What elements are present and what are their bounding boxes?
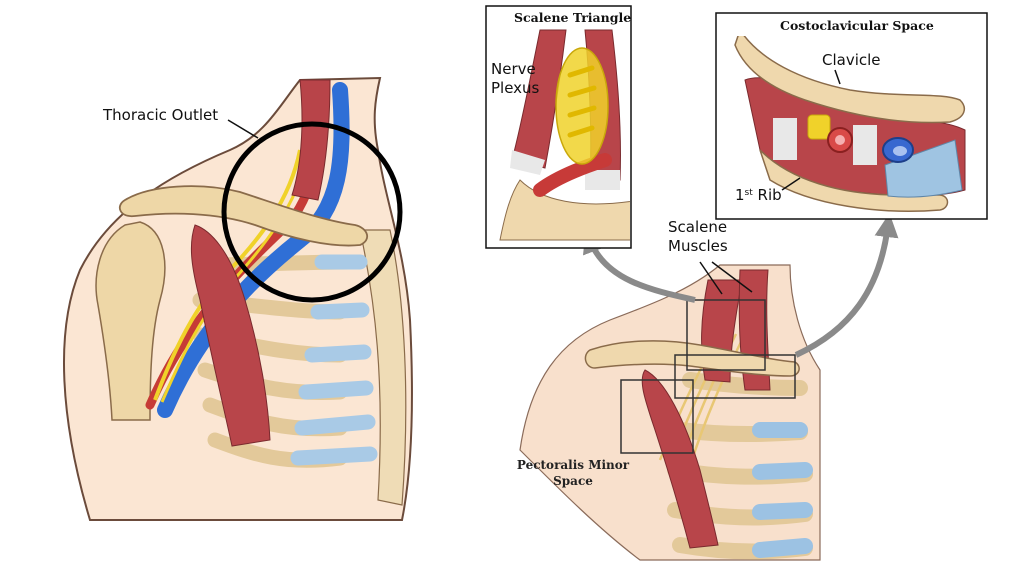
scalene-muscles-label-line2: Muscles: [668, 237, 728, 255]
left-humerus: [95, 221, 166, 421]
pectoralis-minor-label-line1: Pectoralis Minor: [516, 458, 630, 472]
arrow-to-scalene-inset: [582, 228, 696, 303]
scalene-triangle-inset: [485, 5, 632, 249]
left-clavicle: [118, 185, 369, 247]
costoclavicular-title: Costoclavicular Space: [780, 18, 934, 33]
nerve-plexus-ellipse: [555, 47, 609, 165]
first-rib-number: 1: [735, 186, 745, 204]
right-pectoralis-minor: [641, 369, 719, 549]
left-vein: [157, 82, 350, 418]
first-rib-ordinal: st: [744, 188, 753, 198]
arrow-to-costo-inset: [794, 213, 899, 358]
pectoralis-minor-label-line2: Space: [553, 474, 593, 488]
right-shoulder-illustration: [519, 261, 821, 561]
first-rib-label: 1st Rib: [735, 186, 782, 204]
scalene-leader-2: [711, 261, 753, 293]
costoclavicular-box: [674, 354, 796, 399]
thoracic-outlet-leader: [227, 119, 259, 139]
nerve-plexus-label-line2: Plexus: [491, 79, 540, 97]
left-pectoralis-minor: [190, 224, 271, 447]
rib-leader: [781, 177, 801, 191]
left-scalene-muscle: [291, 79, 331, 201]
right-clavicle: [584, 340, 800, 377]
scalene-triangle-title: Scalene Triangle: [514, 10, 632, 25]
left-shoulder-illustration: [63, 76, 413, 521]
scalene-triangle-box: [686, 299, 766, 371]
clavicle-leader: [834, 69, 841, 85]
pectoralis-minor-box: [620, 379, 694, 454]
thoracic-outlet-circle: [221, 121, 403, 303]
scalene-muscles-label-line1: Scalene: [668, 218, 728, 236]
first-rib-word: Rib: [752, 186, 782, 204]
costo-nerve-bundle: [807, 114, 831, 140]
left-sternum: [359, 229, 407, 506]
clavicle-label: Clavicle: [822, 51, 881, 69]
thoracic-outlet-label: Thoracic Outlet: [103, 106, 219, 124]
scalene-leader-1: [699, 261, 723, 295]
costoclavicular-inset: [715, 12, 988, 220]
nerve-plexus-label-line1: Nerve: [491, 60, 536, 78]
